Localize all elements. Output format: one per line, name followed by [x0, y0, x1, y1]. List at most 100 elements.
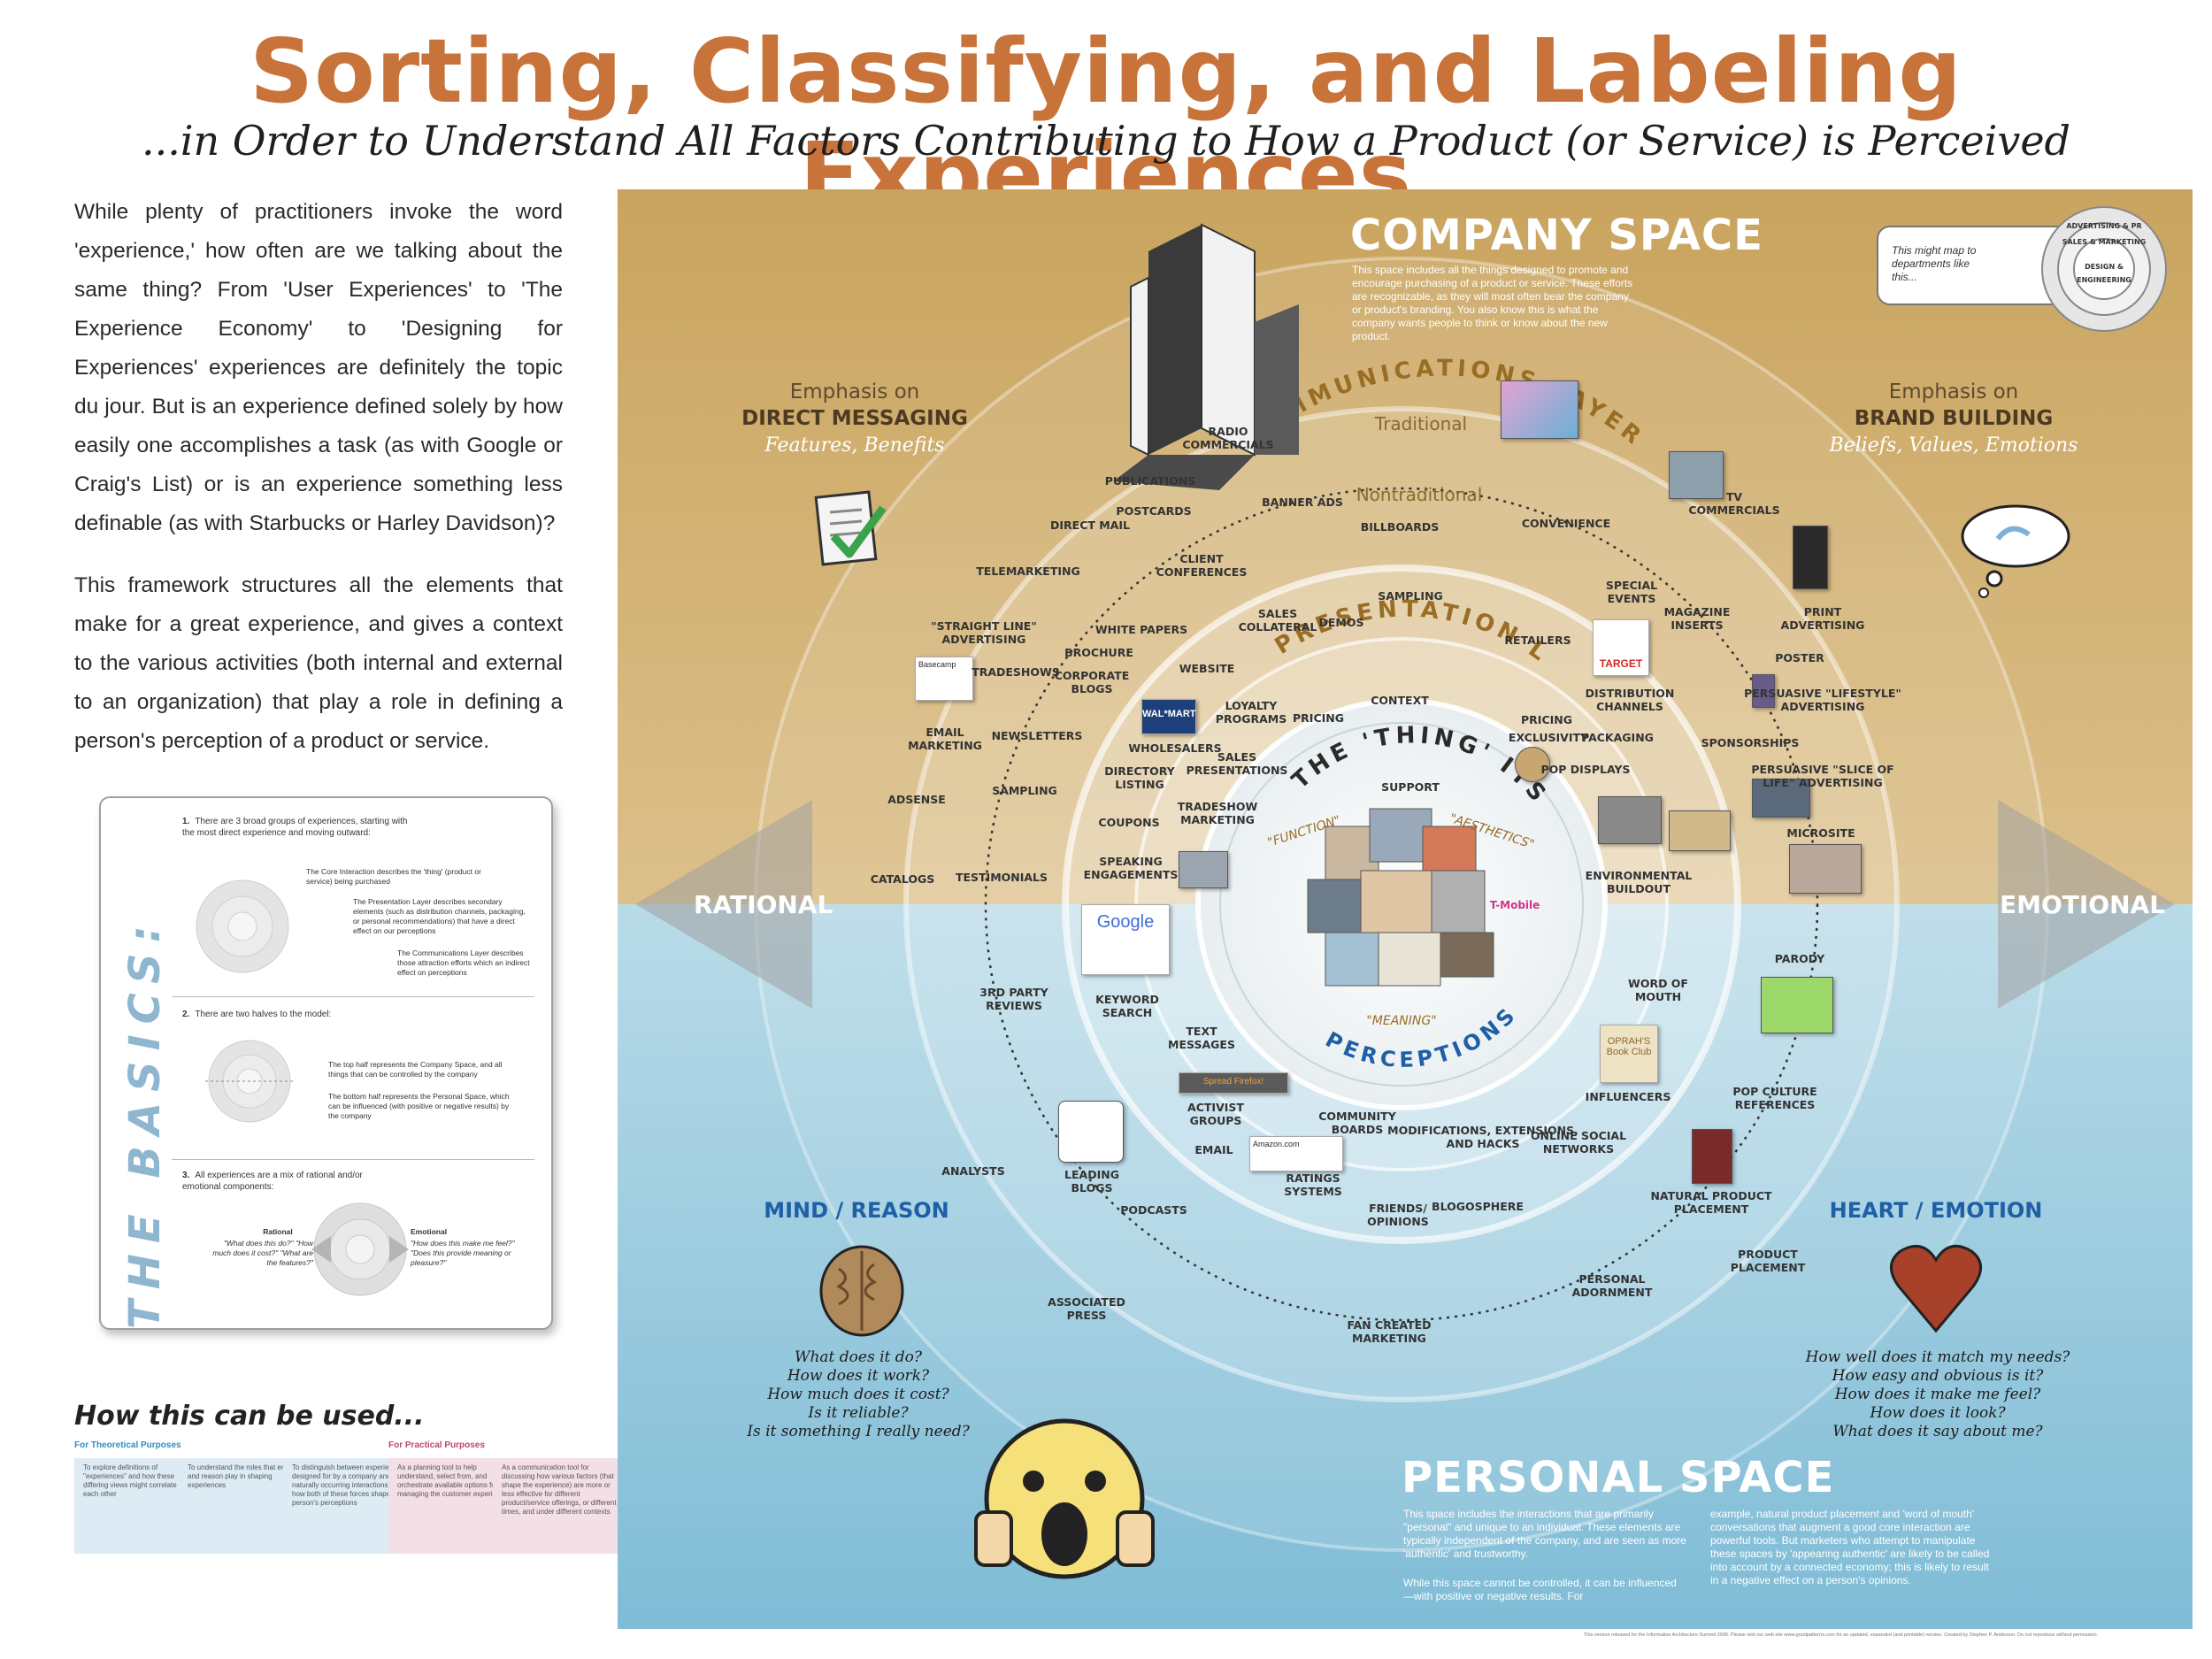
- emphasis-line: Emphasis on: [789, 380, 920, 403]
- diagram-label: PRICING: [1293, 711, 1344, 725]
- bottom-half-note: The bottom half represents the Personal …: [328, 1092, 510, 1120]
- brain-icon: [819, 1245, 904, 1337]
- label-line: MOUTH: [1634, 990, 1682, 1003]
- label-line: TV: [1725, 490, 1743, 503]
- label-line: BLOGS: [1071, 682, 1113, 695]
- mind-questions: What does it do? How does it work? How m…: [747, 1348, 970, 1441]
- label-line: KEYWORD: [1095, 993, 1159, 1006]
- tmobile-logo: T-Mobile: [1489, 899, 1540, 911]
- label-line: MESSAGES: [1168, 1038, 1235, 1051]
- intro-paragraph-2: This framework structures all the elemen…: [74, 573, 563, 753]
- diagram-label: PACKAGING: [1581, 731, 1654, 744]
- label-line: LEADING: [1064, 1168, 1119, 1181]
- question: How well does it match my needs?: [1805, 1348, 2070, 1366]
- emphasis-line: Emphasis on: [1888, 380, 2019, 403]
- label-line: COMMUNITY: [1318, 1110, 1396, 1123]
- diagram-label: CONTEXT: [1371, 694, 1429, 707]
- question: How easy and obvious is it?: [1832, 1367, 2044, 1385]
- dept-ring-label: SALES & MARKETING: [2062, 238, 2147, 246]
- step-number: 3.: [182, 1171, 190, 1180]
- diagram-label: BANNER ADS: [1262, 495, 1343, 509]
- label-line: MARKETING: [1180, 813, 1255, 826]
- diagram-label: PUBLICATIONS: [1104, 474, 1196, 488]
- question: Is it something I really need?: [747, 1423, 970, 1440]
- core-note: The Core Interaction describes the 'thin…: [306, 867, 481, 886]
- question: Is it reliable?: [808, 1404, 909, 1422]
- label-line: ASSOCIATED: [1048, 1295, 1125, 1309]
- diagram-label: DEMOS: [1318, 616, 1364, 629]
- diagram-label: SAMPLING: [992, 784, 1057, 797]
- label-line: COLLATERAL: [1238, 620, 1317, 634]
- label-line: WORD OF: [1628, 977, 1688, 990]
- packaging-thumbnail: [1669, 810, 1731, 851]
- diagram-label: BROCHURE: [1064, 646, 1133, 659]
- page-subtitle: ...in Order to Understand All Factors Co…: [141, 117, 2071, 165]
- building-icon: [1113, 223, 1299, 490]
- label-line: ENGAGEMENTS: [1083, 868, 1179, 881]
- layers-diagram-icon: [196, 879, 289, 973]
- label-line: PRESS: [1066, 1309, 1107, 1322]
- step-number: 2.: [182, 1010, 190, 1019]
- diagram-label: NEWSLETTERS: [991, 729, 1083, 742]
- diagram-label: EMAIL: [1194, 1143, 1233, 1156]
- diagram-label: COUPONS: [1098, 816, 1160, 829]
- diagram-label: ANALYSTS: [941, 1164, 1005, 1178]
- diagram-label: SPONSORSHIPS: [1701, 736, 1800, 749]
- diagram-label: MODIFICATIONS, EXTENSIONS,AND HACKS: [1387, 1124, 1578, 1150]
- label-line: ENVIRONMENTAL: [1585, 869, 1693, 882]
- experience-diagram: COMMUNICATIONS LAYER PRESENTATION LAYER …: [618, 189, 2193, 1629]
- emphasis-italic: Features, Benefits: [764, 434, 945, 457]
- label-line: PRESENTATIONS: [1186, 764, 1288, 777]
- pop-display-thumbnail: [1515, 747, 1550, 782]
- diagram-label: "STRAIGHT LINE"ADVERTISING: [931, 619, 1037, 646]
- label-line: DISTRIBUTION: [1585, 687, 1675, 700]
- label-line: REFERENCES: [1734, 1098, 1816, 1111]
- label-line: NETWORKS: [1542, 1142, 1615, 1156]
- label-line: ADORNMENT: [1571, 1286, 1653, 1299]
- tv-thumbnail: [1669, 451, 1724, 499]
- label-line: PERSUASIVE "LIFESTYLE": [1744, 687, 1901, 700]
- speaking-thumbnail: [1179, 851, 1228, 888]
- label-line: CHANNELS: [1596, 700, 1663, 713]
- basics-step-3: 3.All experiences are a mix of rational …: [182, 1170, 377, 1193]
- label-line: FAN CREATED: [1347, 1318, 1432, 1332]
- amazon-review: Amazon.com: [1249, 1136, 1343, 1171]
- google-logo: Google: [1081, 904, 1170, 975]
- personal-space-desc-3: example, natural product placement and '…: [1710, 1508, 1990, 1586]
- label-line: ADVERTISING: [1780, 700, 1865, 713]
- step-text: There are two halves to the model:: [195, 1010, 332, 1019]
- label-line: PERSONAL: [1578, 1272, 1646, 1286]
- diagram-label: TRADESHOWS: [972, 665, 1060, 679]
- diagram-label: DIRECT MAIL: [1050, 518, 1130, 532]
- label-line: BOARDS: [1331, 1123, 1384, 1136]
- how-used-title: How this can be used...: [74, 1401, 425, 1432]
- company-space-desc: This space includes all the things desig…: [1352, 264, 1633, 342]
- diagram-label: WHITE PAPERS: [1094, 623, 1188, 636]
- question: What does it do?: [794, 1348, 922, 1366]
- question: What does it say about me?: [1832, 1423, 2043, 1440]
- diagram-label: EXCLUSIVITY: [1508, 731, 1589, 744]
- label-line: EMAIL: [926, 726, 964, 739]
- label-line: COMMERCIALS: [1688, 503, 1780, 517]
- label-line: PLACEMENT: [1730, 1261, 1806, 1274]
- label-line: MARKETING: [908, 739, 982, 752]
- label-line: BLOGS: [1071, 1181, 1113, 1194]
- label-line: PERSUASIVE "SLICE OF: [1751, 763, 1894, 776]
- label-line: MARKETING: [1352, 1332, 1426, 1345]
- basics-card: THE BASICS: 1.There are 3 broad groups o…: [99, 796, 553, 1330]
- question: How much does it cost?: [767, 1386, 949, 1403]
- dept-ring-label: ADVERTISING & PR: [2066, 222, 2142, 230]
- presentation-note: The Presentation Layer describes seconda…: [353, 897, 526, 935]
- label-line: LOYALTY: [1225, 699, 1278, 712]
- diagram-label: WEBSITE: [1179, 662, 1235, 675]
- rational-heading: Rational: [263, 1227, 293, 1236]
- slice-of-life-thumbnail: [1752, 779, 1810, 818]
